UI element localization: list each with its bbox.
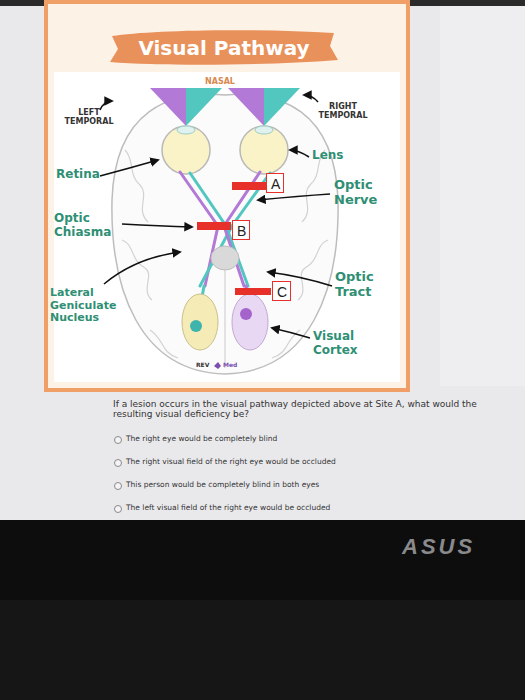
- visual-field: [228, 88, 264, 126]
- logo-mark: [214, 362, 221, 369]
- side-label: NASAL: [205, 77, 235, 86]
- part-name: Visual Cortex: [313, 330, 379, 358]
- lesion-bar: [197, 222, 231, 230]
- part-name: Optic Tract: [335, 270, 397, 300]
- part-name: Lens: [312, 149, 343, 163]
- side-label: RIGHT TEMPORAL: [312, 102, 374, 120]
- lens: [177, 126, 195, 134]
- site-letter-box: C: [272, 281, 291, 301]
- laptop-bezel: [0, 600, 525, 700]
- cortex-dot: [240, 308, 252, 320]
- watermark: REV: [196, 362, 209, 369]
- brain-gyri: [122, 150, 328, 368]
- part-name: Retina: [56, 168, 100, 182]
- question-text: If a lesion occurs in the visual pathway…: [113, 399, 518, 420]
- site-letter: C: [277, 284, 286, 300]
- site-letter-box: A: [266, 173, 284, 193]
- brain-outline: [112, 94, 338, 374]
- lens: [255, 126, 273, 134]
- cortex-dot: [190, 320, 202, 332]
- midbrain: [211, 246, 239, 270]
- visual-field: [186, 88, 222, 126]
- radio-buttons: [115, 437, 122, 513]
- answer-option: This person would be completely blind in…: [126, 481, 506, 490]
- image-card: [46, 2, 408, 390]
- eye: [240, 126, 288, 174]
- visual-cortex: [232, 294, 268, 350]
- title-banner: [110, 30, 338, 65]
- lesion-bar: [232, 182, 266, 190]
- part-name: Optic Chiasma: [54, 212, 122, 240]
- screen-ground: [0, 6, 525, 520]
- part-name: Lateral Geniculate Nucleus: [50, 287, 126, 325]
- answer-option: The right visual field of the right eye …: [126, 458, 506, 467]
- eye: [162, 126, 210, 174]
- brand-logo: ASUS: [402, 534, 475, 559]
- watermark: Med: [223, 362, 237, 369]
- answer-option: The left visual field of the right eye w…: [126, 504, 506, 513]
- side-label: LEFT TEMPORAL: [60, 108, 118, 126]
- laptop-bezel: [0, 520, 525, 700]
- screen-ground: [440, 6, 525, 386]
- visual-cortex: [182, 294, 218, 350]
- lesion-bar: [235, 288, 271, 295]
- site-letter-box: B: [232, 220, 250, 240]
- part-name: Optic Nerve: [334, 178, 396, 208]
- site-letter: B: [237, 223, 245, 239]
- title: Visual Pathway: [138, 36, 309, 60]
- visual-field: [264, 88, 300, 126]
- site-letter: A: [271, 176, 279, 192]
- visual-field: [150, 88, 186, 126]
- diagram-ground: [54, 72, 400, 382]
- leader-arrows: [100, 95, 332, 338]
- answer-option: The right eye would be completely blind: [126, 435, 506, 444]
